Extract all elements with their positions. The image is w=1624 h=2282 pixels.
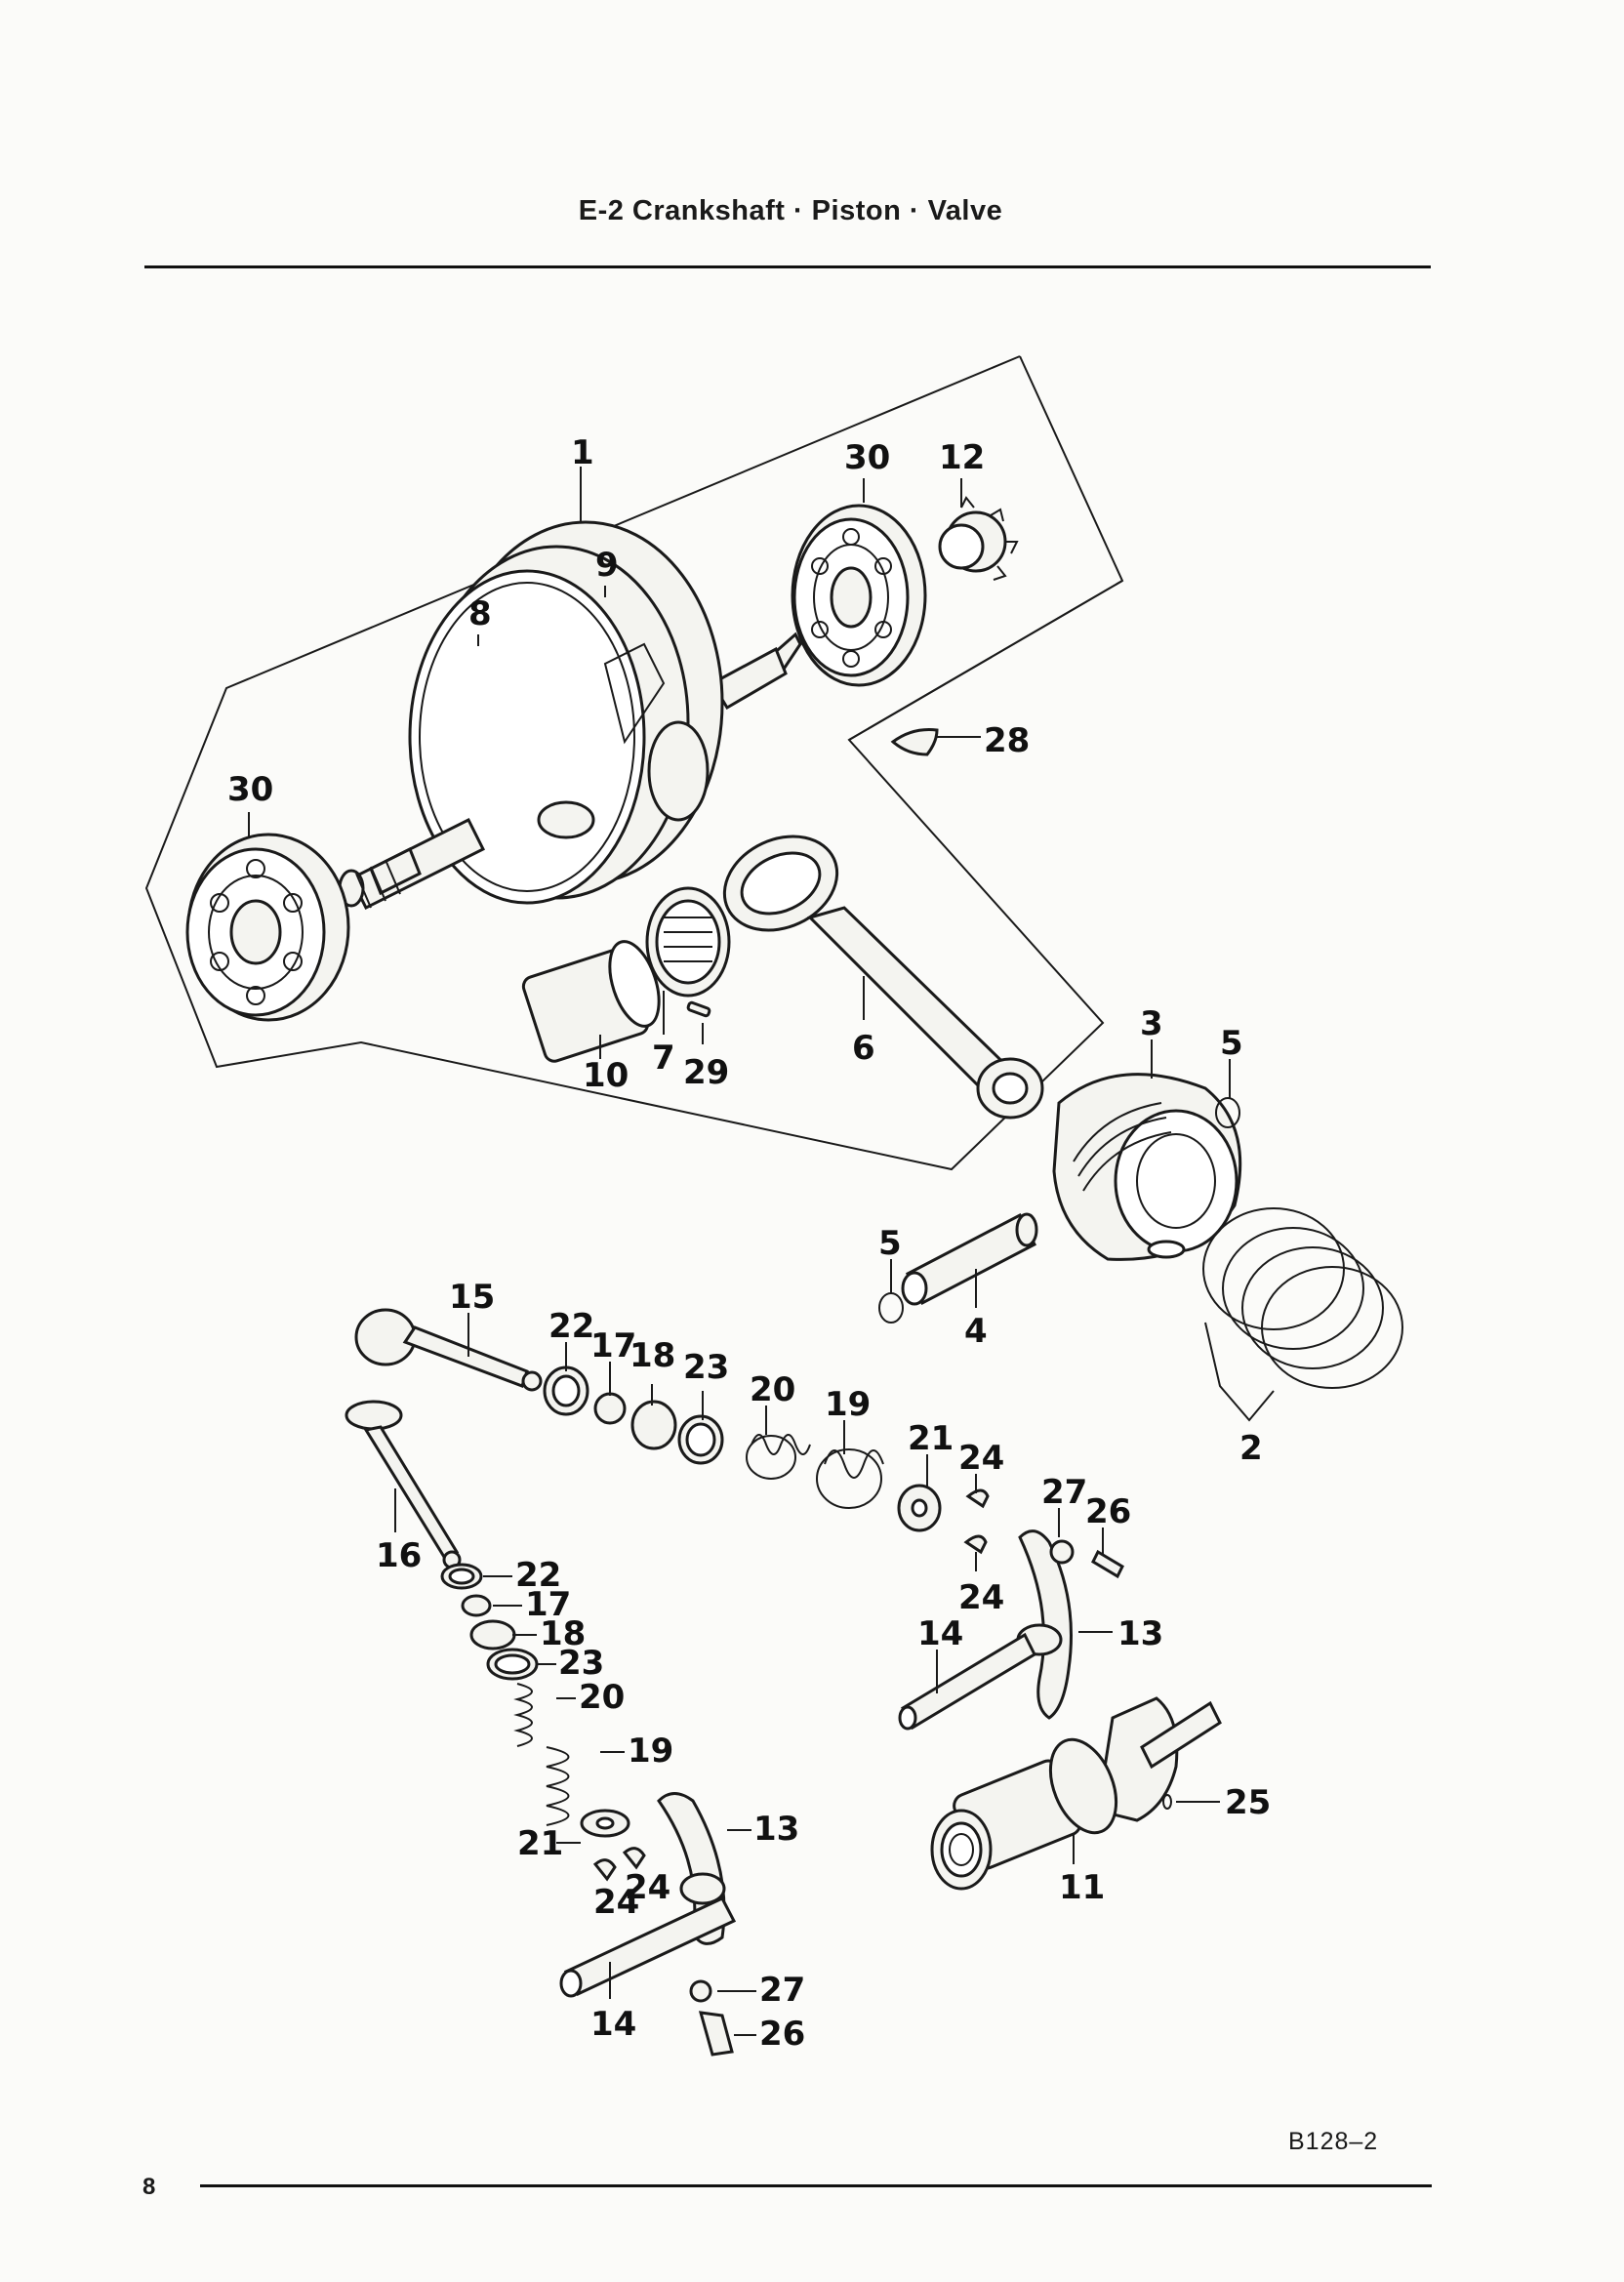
valve-part-15 xyxy=(354,1308,543,1392)
callout-4: 4 xyxy=(964,1312,988,1351)
sprocket-part-12 xyxy=(938,496,1019,581)
callout-13: 13 xyxy=(1117,1614,1163,1653)
callout-22: 22 xyxy=(548,1307,594,1346)
callout-25: 25 xyxy=(1225,1783,1271,1822)
callout-27: 27 xyxy=(759,1971,805,2010)
figure-code: B128–2 xyxy=(1288,2128,1379,2155)
callout-2: 2 xyxy=(1239,1429,1263,1468)
page-title: E-2 Crankshaft · Piston · Valve xyxy=(578,195,1003,226)
callout-30: 30 xyxy=(844,438,890,477)
footer-rule xyxy=(200,2184,1432,2187)
callout-14: 14 xyxy=(590,2005,636,2044)
valve-part-16 xyxy=(345,1400,462,1569)
callout-20: 20 xyxy=(579,1678,625,1717)
callout-22: 22 xyxy=(515,1556,561,1595)
callout-27: 27 xyxy=(1041,1473,1087,1512)
callout-5: 5 xyxy=(1220,1024,1243,1063)
piston-pin-part-4 xyxy=(901,1212,1038,1306)
ball-bearing-part-30-lower xyxy=(185,833,350,1022)
callout-30: 30 xyxy=(227,770,273,809)
callout-8: 8 xyxy=(468,594,492,633)
callout-6: 6 xyxy=(852,1029,875,1068)
woodruff-key-part-28 xyxy=(890,728,939,756)
crank-pin-part-10 xyxy=(521,940,661,1063)
callout-24: 24 xyxy=(958,1578,1004,1617)
callout-13: 13 xyxy=(753,1810,799,1849)
callout-7: 7 xyxy=(652,1039,675,1078)
callout-14: 14 xyxy=(917,1614,963,1653)
callout-12: 12 xyxy=(939,438,985,477)
callout-1: 1 xyxy=(571,433,594,472)
callout-20: 20 xyxy=(750,1370,795,1409)
piston-pin-clip-part-5-upper xyxy=(1215,1097,1240,1128)
connecting-rod-part-6 xyxy=(722,835,1044,1120)
pin-part-25 xyxy=(1162,1794,1172,1810)
ball-bearing-part-30-upper xyxy=(791,504,927,687)
callout-5: 5 xyxy=(878,1224,902,1263)
callout-24: 24 xyxy=(593,1883,639,1922)
camshaft-part-11 xyxy=(930,1696,1222,1891)
callout-28: 28 xyxy=(984,721,1030,760)
callout-11: 11 xyxy=(1059,1868,1105,1907)
callout-26: 26 xyxy=(759,2015,805,2054)
callout-10: 10 xyxy=(583,1056,629,1095)
piston-rings-part-2 xyxy=(1202,1207,1403,1389)
callout-21: 21 xyxy=(517,1824,563,1863)
callout-23: 23 xyxy=(683,1348,729,1387)
rocker-arm-assembly-upper xyxy=(898,1529,1124,1731)
callout-26: 26 xyxy=(1085,1492,1131,1531)
header-rule xyxy=(144,265,1431,268)
rocker-arm-assembly-lower xyxy=(559,1792,737,2057)
callout-17: 17 xyxy=(590,1326,636,1365)
crankshaft-assembly-frame-notch xyxy=(848,580,1123,741)
piston-pin-clip-part-5-lower xyxy=(878,1292,904,1324)
callout-23: 23 xyxy=(558,1644,604,1683)
page-number: 8 xyxy=(142,2174,156,2200)
callout-19: 19 xyxy=(628,1732,673,1771)
callout-19: 19 xyxy=(825,1385,871,1424)
crankshaft-flywheel-assembly xyxy=(338,520,802,911)
callout-3: 3 xyxy=(1140,1004,1163,1043)
callout-15: 15 xyxy=(449,1278,495,1317)
pin-part-29 xyxy=(686,1000,711,1018)
callout-17: 17 xyxy=(525,1585,571,1624)
callout-9: 9 xyxy=(595,546,619,585)
callout-21: 21 xyxy=(908,1419,954,1458)
callout-29: 29 xyxy=(683,1053,729,1092)
piston-part-3 xyxy=(1052,1073,1242,1261)
callout-16: 16 xyxy=(376,1536,422,1575)
callout-24: 24 xyxy=(625,1868,670,1907)
callout-18: 18 xyxy=(540,1614,586,1653)
callout-24: 24 xyxy=(958,1439,1004,1478)
callout-18: 18 xyxy=(629,1336,675,1375)
valve-train-upper xyxy=(543,1365,990,1555)
needle-bearing-part-7 xyxy=(645,886,731,998)
